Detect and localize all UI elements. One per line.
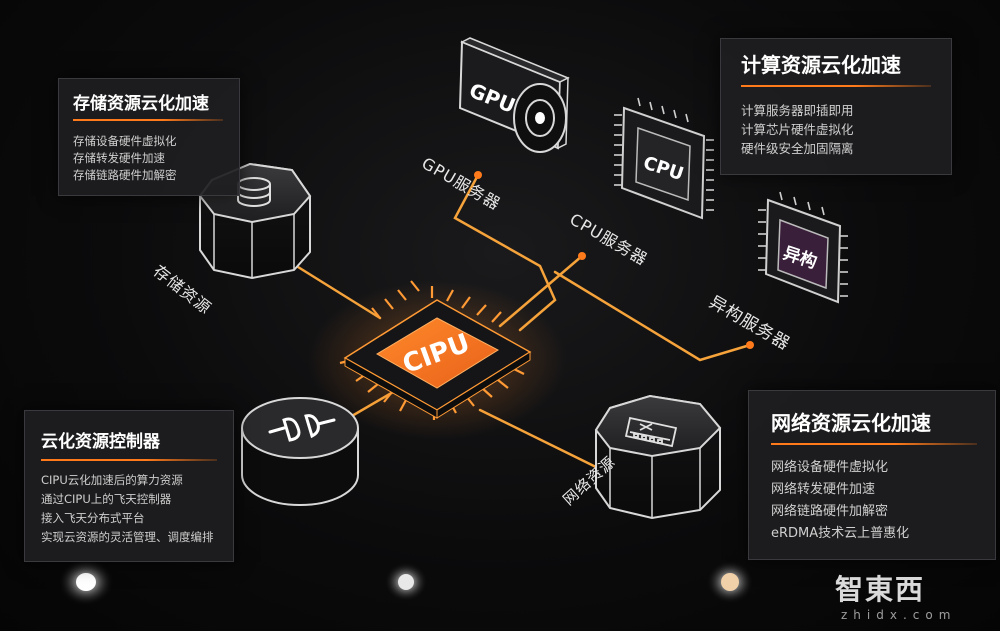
controller-panel-list: CIPU云化加速后的算力资源 通过CIPU上的飞天控制器 接入飞天分布式平台 实… (41, 471, 214, 547)
network-panel-title: 网络资源云化加速 (771, 411, 931, 435)
list-item: 计算服务器即插即用 (741, 103, 854, 118)
controller-panel-title: 云化资源控制器 (41, 432, 160, 452)
gpu-card: GPU (458, 37, 570, 153)
compute-panel-list: 计算服务器即插即用 计算芯片硬件虚拟化 硬件级安全加固隔离 (741, 101, 854, 158)
list-item: 网络设备硬件虚拟化 (771, 460, 889, 475)
list-item: eRDMA技术云上普惠化 (771, 526, 910, 541)
line-het (553, 270, 752, 362)
compute-panel-divider (741, 85, 931, 87)
storage-panel-title: 存储资源云化加速 (73, 94, 209, 114)
dot-het (746, 341, 754, 349)
watermark: 智東西 zhidx.com (835, 568, 995, 628)
network-panel-list: 网络设备硬件虚拟化 网络转发硬件加速 网络链路硬件加解密 eRDMA技术云上普惠… (771, 457, 909, 545)
list-item: CIPU云化加速后的算力资源 (41, 473, 183, 487)
het-pins (758, 191, 848, 297)
list-item: 网络转发硬件加速 (771, 482, 876, 497)
compute-panel-title: 计算资源云化加速 (741, 53, 901, 77)
line-gpu (453, 173, 557, 332)
stage-lights (58, 558, 754, 606)
network-panel-divider (771, 443, 977, 445)
network-panel: 网络资源云化加速 网络设备硬件虚拟化 网络转发硬件加速 网络链路硬件加解密 eR… (748, 390, 996, 560)
watermark-logo: 智東西 (835, 573, 926, 606)
network-block (594, 394, 722, 520)
list-item: 接入飞天分布式平台 (41, 511, 145, 525)
list-item: 存储链路硬件加解密 (73, 168, 177, 182)
controller-panel-divider (41, 459, 217, 461)
cpu-chip: CPU (614, 97, 714, 220)
storage-panel-divider (73, 119, 223, 121)
plug-icon (268, 414, 336, 442)
list-item: 计算芯片硬件虚拟化 (741, 122, 854, 137)
storage-panel: 存储资源云化加速 存储设备硬件虚拟化 存储转发硬件加速 存储链路硬件加解密 (58, 78, 240, 196)
watermark-url: zhidx.com (841, 608, 957, 622)
cpu-pins (614, 97, 714, 211)
dot-gpu (474, 171, 482, 179)
heterogeneous-chip: 异构 (758, 191, 848, 304)
list-item: 实现云资源的灵活管理、调度编排 (41, 530, 214, 544)
cipu-chip: CIPU (307, 280, 567, 440)
list-item: 硬件级安全加固隔离 (741, 141, 854, 156)
connection-dots (474, 171, 754, 349)
controller-cylinder (241, 397, 359, 506)
dot-cpu (578, 252, 586, 260)
list-item: 存储转发硬件加速 (73, 151, 165, 165)
controller-panel: 云化资源控制器 CIPU云化加速后的算力资源 通过CIPU上的飞天控制器 接入飞… (24, 410, 234, 562)
list-item: 通过CIPU上的飞天控制器 (41, 492, 172, 506)
storage-panel-list: 存储设备硬件虚拟化 存储转发硬件加速 存储链路硬件加解密 (73, 133, 177, 184)
list-item: 网络链路硬件加解密 (771, 504, 889, 519)
list-item: 存储设备硬件虚拟化 (73, 134, 177, 148)
compute-panel: 计算资源云化加速 计算服务器即插即用 计算芯片硬件虚拟化 硬件级安全加固隔离 (720, 38, 952, 175)
network-switch-icon (624, 416, 678, 448)
